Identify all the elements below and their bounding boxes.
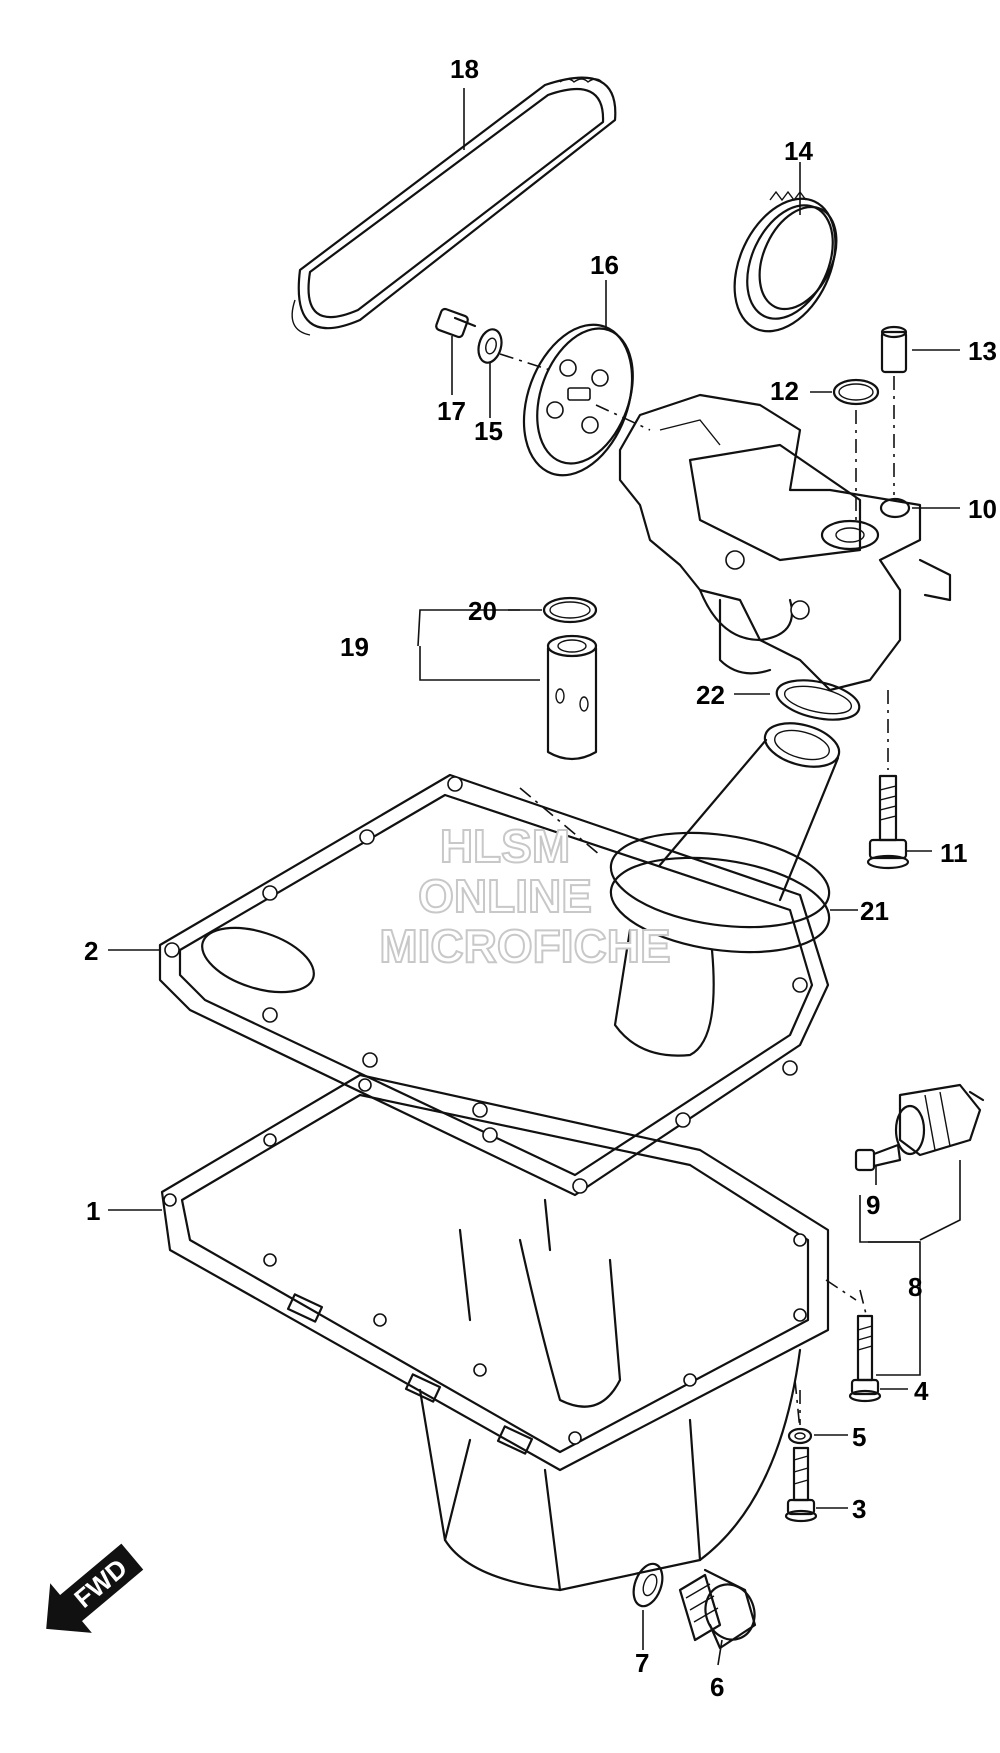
part-7-washer (632, 1562, 664, 1608)
part-9-bolt (854, 1143, 902, 1172)
callout-17: 17 (437, 396, 466, 426)
callout-5: 5 (852, 1422, 866, 1452)
callout-10: 10 (968, 494, 997, 524)
part-1-oil-pan (160, 1073, 830, 1592)
watermark-line-1: HLSM (440, 820, 570, 872)
callout-9: 9 (866, 1190, 880, 1220)
alignment-lines (499, 353, 895, 1431)
part-17-bolt (435, 307, 477, 339)
watermark-line-2: ONLINE (418, 870, 592, 922)
fwd-direction-badge: FWD (46, 1543, 144, 1633)
callout-6: 6 (710, 1672, 724, 1702)
fwd-arrow-icon (46, 1543, 144, 1633)
part-2-gasket (158, 773, 830, 1197)
part-19-relief-valve (546, 634, 598, 761)
callout-13: 13 (968, 336, 997, 366)
callout-2: 2 (84, 936, 98, 966)
callout-18: 18 (450, 54, 479, 84)
part-6-drain-plug (678, 1568, 757, 1650)
callout-4: 4 (914, 1376, 929, 1406)
watermark: HLSM ONLINE MICROFICHE (378, 819, 671, 973)
callout-7: 7 (635, 1648, 649, 1678)
part-18-chain (291, 76, 617, 336)
part-12-o-ring (832, 378, 880, 406)
part-3-bolt (784, 1446, 818, 1523)
callout-22: 22 (696, 680, 725, 710)
callout-16: 16 (590, 250, 619, 280)
callout-labels: 18 14 16 13 12 17 15 10 20 19 22 11 21 2… (84, 54, 997, 1702)
part-13-dowel (880, 325, 908, 374)
watermark-line-3: MICROFICHE (379, 920, 670, 972)
part-16-drive-gear (522, 323, 634, 477)
callout-15: 15 (474, 416, 503, 446)
callout-12: 12 (770, 376, 799, 406)
part-8-pressure-switch (894, 1083, 985, 1157)
callout-20: 20 (468, 596, 497, 626)
part-22-o-ring (775, 679, 861, 721)
part-11-bolt (866, 774, 910, 870)
callout-3: 3 (852, 1494, 866, 1524)
part-10-oil-pump (618, 393, 952, 692)
part-14-sprocket-ring (733, 190, 838, 333)
callout-14: 14 (784, 136, 813, 166)
leader-lines (108, 88, 961, 1666)
callout-1: 1 (86, 1196, 100, 1226)
part-4-bolt (848, 1314, 882, 1403)
part-20-o-ring (542, 596, 598, 624)
callout-21: 21 (860, 896, 889, 926)
callout-8: 8 (908, 1272, 922, 1302)
callout-11: 11 (940, 838, 968, 868)
part-21-oil-strainer (609, 722, 841, 1057)
part-15-washer (477, 328, 503, 364)
callout-19: 19 (340, 632, 369, 662)
part-5-washer (787, 1427, 813, 1445)
